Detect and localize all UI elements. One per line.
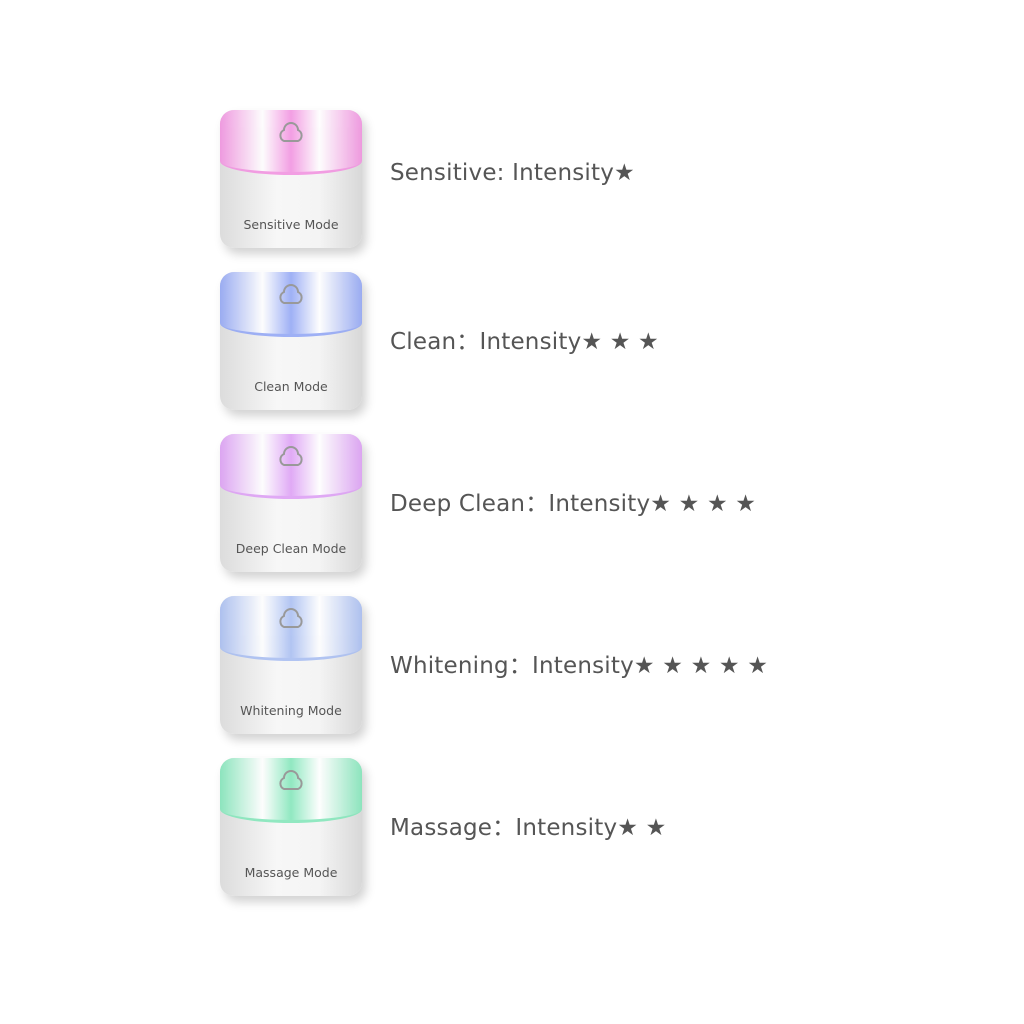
mode-intensity-label: Whitening：Intensity★ ★ ★ ★ ★	[390, 653, 769, 679]
mode-tile: Massage Mode	[220, 758, 362, 896]
mode-tile-label: Deep Clean Mode	[235, 541, 347, 556]
mode-tile: Deep Clean Mode	[220, 434, 362, 572]
mode-intensity-label: Deep Clean：Intensity★ ★ ★ ★	[390, 491, 757, 517]
mode-row: Clean Mode Clean：Intensity★ ★ ★	[220, 272, 920, 412]
mode-intensity-label: Sensitive: Intensity★	[390, 160, 635, 186]
mode-row: Massage Mode Massage：Intensity★ ★	[220, 758, 920, 898]
mode-tile: Clean Mode	[220, 272, 362, 410]
light-glow	[220, 272, 362, 337]
cloud-icon	[279, 608, 303, 628]
light-glow	[220, 110, 362, 175]
light-glow	[220, 434, 362, 499]
cloud-icon	[279, 122, 303, 142]
mode-row: Whitening Mode Whitening：Intensity★ ★ ★ …	[220, 596, 920, 736]
light-glow	[220, 758, 362, 823]
mode-intensity-label: Massage：Intensity★ ★	[390, 815, 667, 841]
mode-tile-label: Clean Mode	[254, 379, 328, 394]
mode-tile: Sensitive Mode	[220, 110, 362, 248]
mode-row: Sensitive Mode Sensitive: Intensity★	[220, 110, 920, 250]
cloud-icon	[279, 770, 303, 790]
cloud-icon	[279, 446, 303, 466]
mode-tile-label: Whitening Mode	[240, 703, 342, 718]
mode-row: Deep Clean Mode Deep Clean：Intensity★ ★ …	[220, 434, 920, 574]
mode-intensity-label: Clean：Intensity★ ★ ★	[390, 329, 659, 355]
mode-tile: Whitening Mode	[220, 596, 362, 734]
mode-tile-label: Massage Mode	[244, 865, 338, 880]
mode-tile-label: Sensitive Mode	[243, 217, 339, 232]
light-glow	[220, 596, 362, 661]
cloud-icon	[279, 284, 303, 304]
